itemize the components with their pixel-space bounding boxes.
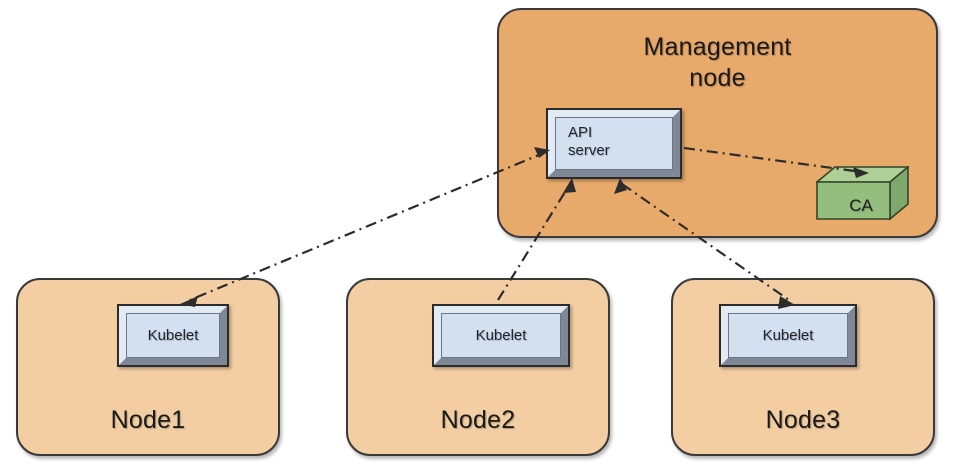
- management-node-label: Management node: [643, 33, 792, 92]
- node-box-3: Node3: [671, 278, 935, 456]
- kubelet-label-3: Kubelet: [762, 326, 814, 344]
- kubelet-face-2: Kubelet: [441, 313, 561, 358]
- ca-label: CA: [849, 196, 873, 215]
- node-label-1: Node1: [110, 406, 186, 434]
- kubelet-box-3[interactable]: Kubelet: [719, 304, 857, 367]
- kubelet-face-1: Kubelet: [126, 313, 220, 358]
- api-server-face: API server: [555, 117, 673, 170]
- ca-box[interactable]: CA: [816, 166, 909, 221]
- kubelet-label-1: Kubelet: [147, 326, 199, 344]
- kubelet-face-3: Kubelet: [728, 313, 848, 358]
- api-server-label: API server: [568, 124, 610, 159]
- kubelet-box-1[interactable]: Kubelet: [117, 304, 229, 367]
- node-label-3: Node3: [765, 406, 841, 434]
- node-label-2: Node2: [440, 406, 516, 434]
- api-server-box[interactable]: API server: [546, 108, 682, 179]
- ca-cuboid-shape: [816, 166, 909, 221]
- kubelet-box-2[interactable]: Kubelet: [432, 304, 570, 367]
- kubelet-label-2: Kubelet: [475, 326, 527, 344]
